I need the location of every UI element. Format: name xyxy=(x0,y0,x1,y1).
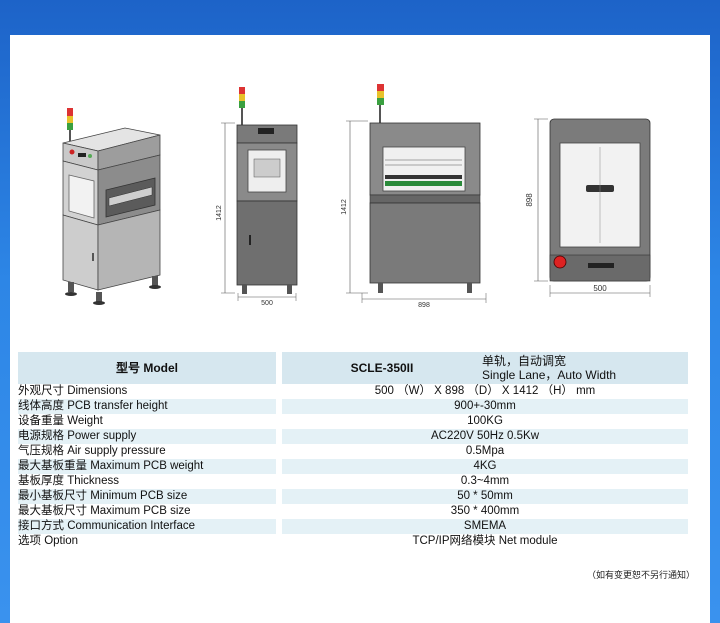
model-feature: 单轨，自动调宽 Single Lane，Auto Width xyxy=(482,354,616,382)
spec-value: 50 * 50mm xyxy=(282,489,688,504)
side-width-dim: 898 xyxy=(418,302,430,309)
feature-line-1: 单轨，自动调宽 xyxy=(482,354,567,368)
spec-label: 线体高度 PCB transfer height xyxy=(18,399,276,414)
spec-value: TCP/IP网络模块 Net module xyxy=(412,535,558,547)
front-view: 1412 500 xyxy=(216,87,298,307)
spec-row: 接口方式 Communication Interface SMEMA xyxy=(18,519,688,534)
model-label: 型号 Model xyxy=(18,352,276,384)
model-cell: SCLE-350II 单轨，自动调宽 Single Lane，Auto Widt… xyxy=(282,352,688,384)
spec-label: 电源规格 Power supply xyxy=(18,429,276,444)
spec-row: 电源规格 Power supply AC220V 50Hz 0.5Kw xyxy=(18,429,688,444)
spec-row: 选项 Option TCP/IP网络模块 Net module xyxy=(18,534,688,549)
spec-row: 外观尺寸 Dimensions 500 （W） X 898 （D） X 1412 … xyxy=(18,384,688,399)
spec-label: 设备重量 Weight xyxy=(18,415,103,427)
spec-row: 最大基板尺寸 Maximum PCB size 350 * 400mm xyxy=(18,504,688,519)
spec-sheet: 1412 500 1412 xyxy=(10,35,710,623)
front-height-dim: 1412 xyxy=(216,205,223,221)
spec-row: 最小基板尺寸 Minimum PCB size 50 * 50mm xyxy=(18,489,688,504)
spec-header-row: 型号 Model SCLE-350II 单轨，自动调宽 Single Lane，… xyxy=(18,352,688,384)
spec-row: 气压规格 Air supply pressure 0.5Mpa xyxy=(18,444,688,459)
spec-value: 100KG xyxy=(467,415,503,427)
spec-label: 最小基板尺寸 Minimum PCB size xyxy=(18,489,276,504)
footnote: （如有变更恕不另行通知） xyxy=(586,570,695,580)
spec-label: 最大基板重量 Maximum PCB weight xyxy=(18,459,276,474)
spec-label: 外观尺寸 Dimensions xyxy=(18,385,128,397)
spec-value: 0.3~4mm xyxy=(460,475,510,487)
spec-label: 选项 Option xyxy=(18,535,79,547)
side-height-dim: 1412 xyxy=(341,199,348,215)
side-view: 1412 898 xyxy=(341,84,487,309)
spec-value: SMEMA xyxy=(282,519,688,534)
machine-drawings: 1412 500 1412 xyxy=(62,84,651,309)
spec-row: 设备重量 Weight 100KG xyxy=(18,414,688,429)
top-view: 898 500 xyxy=(525,118,651,297)
spec-label: 基板厚度 Thickness xyxy=(18,475,119,487)
spec-row: 最大基板重量 Maximum PCB weight 4KG xyxy=(18,459,688,474)
model-name: SCLE-350II xyxy=(350,360,414,375)
front-width-dim: 500 xyxy=(261,300,273,307)
spec-row: 基板厚度 Thickness 0.3~4mm xyxy=(18,474,688,489)
spec-label: 最大基板尺寸 Maximum PCB size xyxy=(18,505,191,517)
feature-line-2: Single Lane，Auto Width xyxy=(482,368,617,382)
spec-label: 气压规格 Air supply pressure xyxy=(18,445,166,457)
spec-value: 500 （W） X 898 （D） X 1412 （H） mm xyxy=(374,385,596,397)
spec-table: 型号 Model SCLE-350II 单轨，自动调宽 Single Lane，… xyxy=(18,352,688,549)
spec-value: 350 * 400mm xyxy=(450,505,520,517)
spec-value: 4KG xyxy=(282,459,688,474)
spec-label: 接口方式 Communication Interface xyxy=(18,519,276,534)
top-depth-dim: 898 xyxy=(525,193,534,207)
spec-value: AC220V 50Hz 0.5Kw xyxy=(282,429,688,444)
top-width-dim: 500 xyxy=(593,284,607,293)
isometric-view xyxy=(62,108,161,305)
spec-row: 线体高度 PCB transfer height 900+-30mm xyxy=(18,399,688,414)
spec-value: 900+-30mm xyxy=(282,399,688,414)
spec-value: 0.5Mpa xyxy=(465,445,505,457)
